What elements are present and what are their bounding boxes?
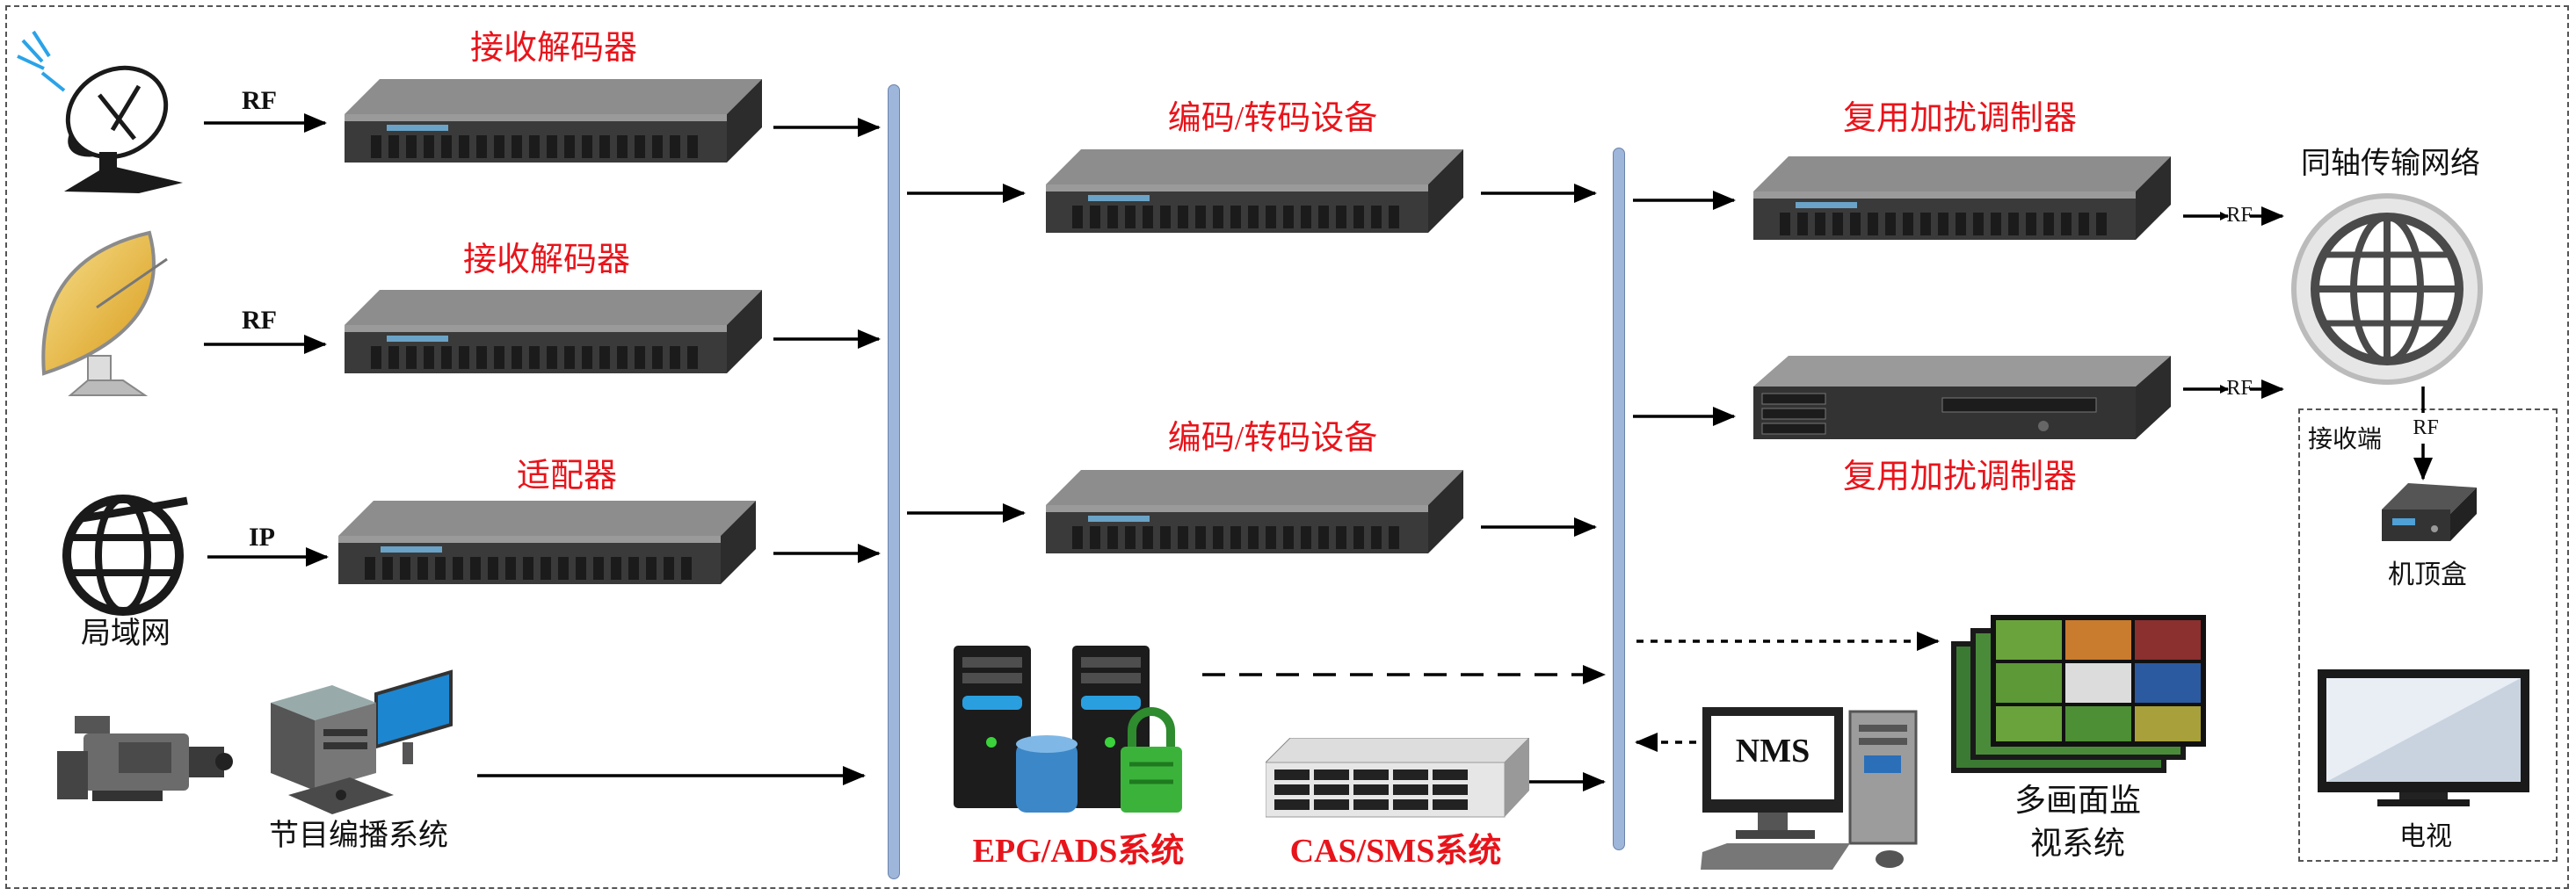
rack-device-adapter <box>338 501 756 584</box>
tv-icon <box>2318 669 2529 806</box>
multiview-monitor-icon <box>1951 615 2206 773</box>
signal-bus-1 <box>888 84 900 879</box>
signal-rf-out-1: RF <box>2226 204 2253 227</box>
label-mux-modulator-1: 复用加扰调制器 <box>1842 100 2078 137</box>
label-tv: 电视 <box>2399 822 2452 851</box>
video-camera-icon <box>57 716 233 801</box>
label-nms: NMS <box>1735 733 1810 770</box>
rack-device-encoder-1 <box>1046 149 1463 233</box>
signal-rf-out-2: RF <box>2226 377 2253 400</box>
storage-array-icon <box>1266 738 1529 818</box>
signal-ip: IP <box>249 523 275 552</box>
set-top-box-icon <box>2382 483 2477 541</box>
nms-computer-icon <box>1701 707 1918 870</box>
label-cas-sms: CAS/SMS系统 <box>1289 833 1502 870</box>
rack-device-decoder-1 <box>345 79 762 163</box>
label-program-system: 节目编播系统 <box>269 820 448 852</box>
label-receiver-decoder-2: 接收解码器 <box>462 242 631 278</box>
server-lock-icon <box>954 646 1182 813</box>
rack-device-mux-2 <box>1753 356 2171 439</box>
satellite-dish-yellow-icon <box>41 230 168 396</box>
rack-device-encoder-2 <box>1046 470 1463 553</box>
label-epg-ads: EPG/ADS系统 <box>972 833 1185 870</box>
rack-device-decoder-2 <box>345 290 762 373</box>
signal-rf-2: RF <box>242 306 277 335</box>
label-lan: 局域网 <box>81 618 171 650</box>
signal-rf-1: RF <box>242 86 277 115</box>
label-set-top-box: 机顶盒 <box>2388 560 2467 589</box>
label-encoder-2: 编码/转码设备 <box>1167 420 1378 457</box>
rack-device-mux-1 <box>1753 156 2171 240</box>
signal-bus-2 <box>1613 148 1625 850</box>
satellite-dish-icon <box>17 30 183 193</box>
label-multiview-line2: 视系统 <box>2029 826 2126 861</box>
label-receiver-end: 接收端 <box>2307 426 2383 453</box>
signal-rf-down: RF <box>2413 416 2439 439</box>
label-multiview-line1: 多画面监 <box>2014 783 2142 818</box>
receiver-end-dashed-frame <box>2298 408 2558 862</box>
label-adapter: 适配器 <box>516 458 618 495</box>
globe-icon <box>62 495 188 616</box>
workstation-icon <box>271 669 453 814</box>
label-mux-modulator-2: 复用加扰调制器 <box>1842 459 2078 495</box>
outer-dashed-frame <box>5 5 2569 889</box>
label-coax-network: 同轴传输网络 <box>2301 148 2480 180</box>
network-globe-icon <box>2291 193 2483 385</box>
label-encoder-1: 编码/转码设备 <box>1167 100 1378 137</box>
label-receiver-decoder-1: 接收解码器 <box>469 30 638 67</box>
